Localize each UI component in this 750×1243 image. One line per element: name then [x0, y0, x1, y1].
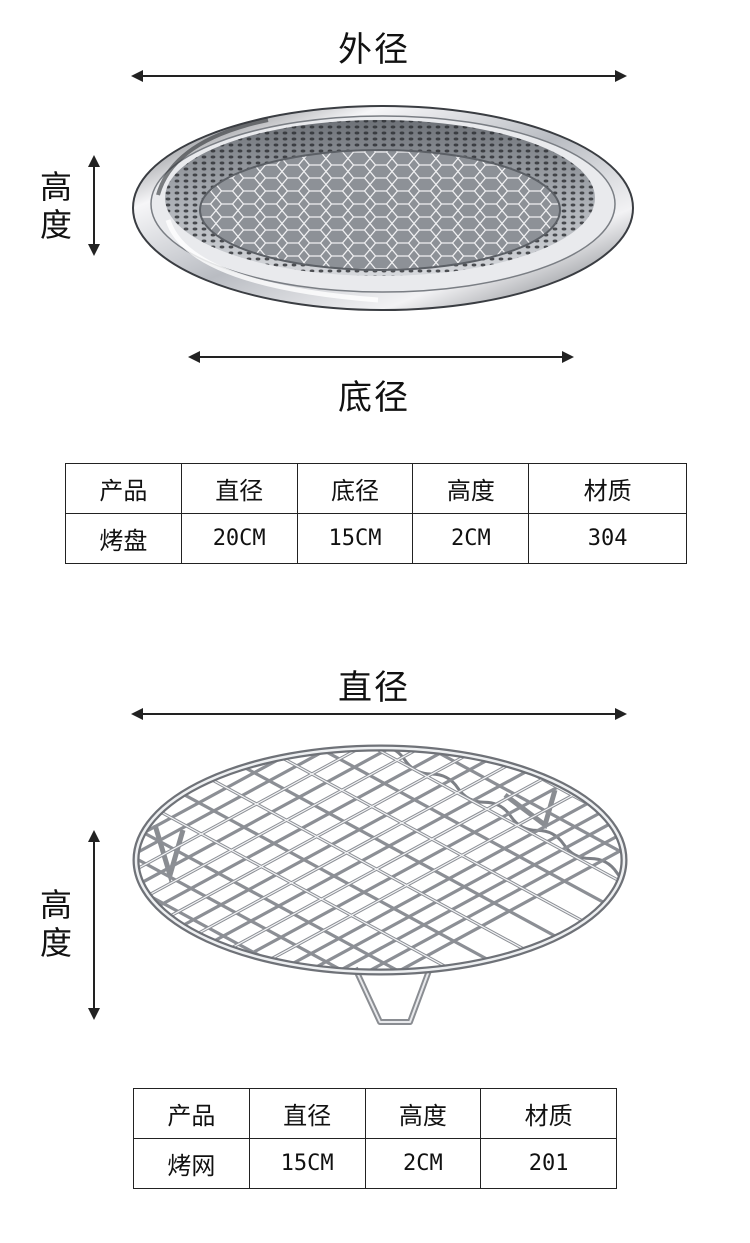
- tray-value-height: 2CM: [412, 513, 530, 564]
- tray-header-height: 高度: [412, 463, 530, 514]
- rack-diameter-label: 直径: [338, 668, 410, 708]
- tray-header-material: 材质: [528, 463, 687, 514]
- tray-spec-header-row: 产品 直径 底径 高度 材质: [65, 463, 687, 514]
- rack-header-diameter: 直径: [248, 1088, 366, 1139]
- rack-spec-value-row: 烤网 15CM 2CM 201: [133, 1138, 617, 1189]
- tray-outer-diameter-arrow: [131, 70, 627, 82]
- tray-spec-value-row: 烤盘 20CM 15CM 2CM 304: [65, 513, 687, 564]
- tray-height-text: 高度: [39, 168, 72, 244]
- tray-height-arrow: [88, 155, 100, 256]
- tray-height-label: 高度: [36, 168, 76, 244]
- tray-header-bottom-diameter: 底径: [296, 463, 414, 514]
- rack-spec-table: 产品 直径 高度 材质 烤网 15CM 2CM 201: [133, 1088, 617, 1189]
- tray-value-product: 烤盘: [65, 513, 182, 564]
- rack-value-product: 烤网: [133, 1138, 250, 1189]
- tray-outer-diameter-label: 外径: [338, 30, 410, 70]
- rack-value-diameter: 15CM: [248, 1138, 366, 1189]
- rack-image: [132, 744, 628, 1025]
- tray-value-bottom-diameter: 15CM: [296, 513, 414, 564]
- rack-header-material: 材质: [480, 1088, 617, 1139]
- tray-image: [132, 105, 634, 311]
- tray-spec-table: 产品 直径 底径 高度 材质 烤盘 20CM 15CM 2CM 304: [65, 463, 687, 564]
- rack-height-label: 高度: [36, 886, 76, 962]
- tray-value-diameter: 20CM: [180, 513, 298, 564]
- tray-header-product: 产品: [65, 463, 182, 514]
- rack-header-height: 高度: [364, 1088, 482, 1139]
- rack-height-arrow: [88, 830, 100, 1020]
- rack-spec-header-row: 产品 直径 高度 材质: [133, 1088, 617, 1139]
- tray-bottom-diameter-label: 底径: [338, 378, 410, 418]
- rack-diameter-arrow: [131, 708, 627, 720]
- rack-height-text: 高度: [39, 886, 72, 962]
- rack-header-product: 产品: [133, 1088, 250, 1139]
- tray-value-material: 304: [528, 513, 687, 564]
- rack-value-height: 2CM: [364, 1138, 482, 1189]
- tray-bottom-diameter-arrow: [188, 351, 574, 363]
- rack-value-material: 201: [480, 1138, 617, 1189]
- tray-header-diameter: 直径: [180, 463, 298, 514]
